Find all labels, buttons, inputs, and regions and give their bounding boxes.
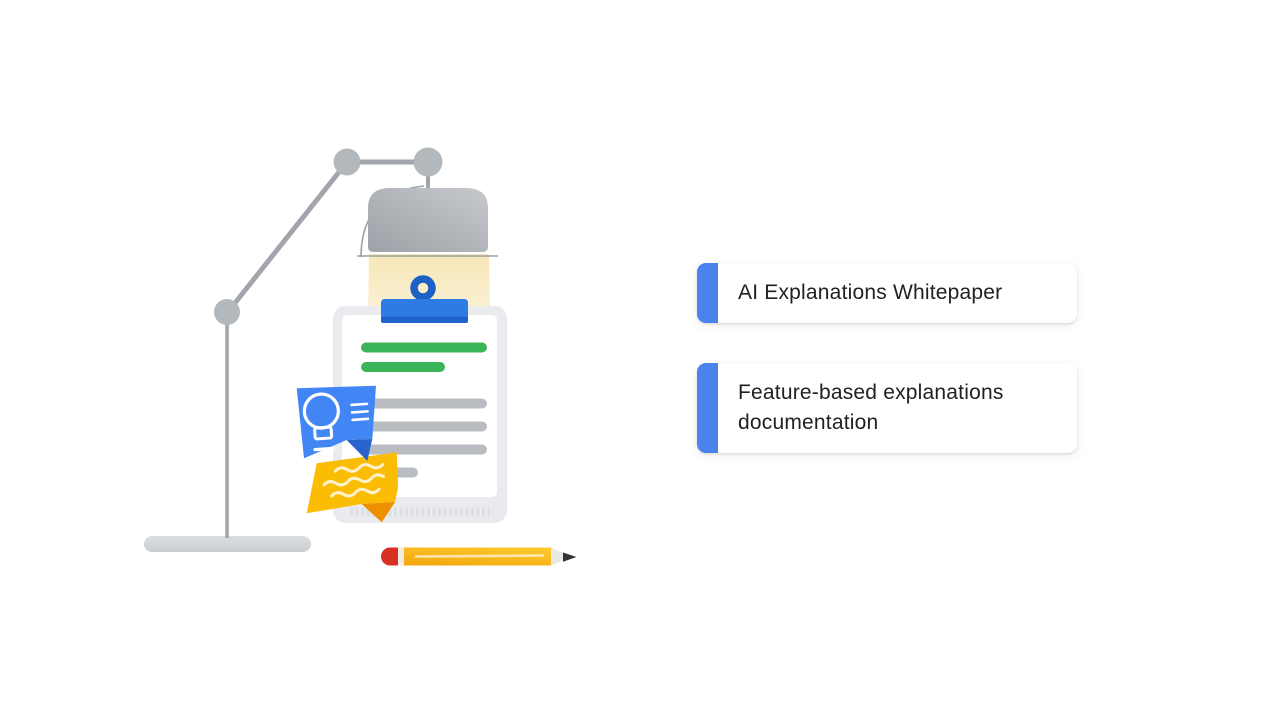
card-label: Feature-based explanations documentation [738,381,1004,434]
keep-lightbulb-note-icon [296,385,376,461]
document-lines [361,342,487,478]
card-label: AI Explanations Whitepaper [738,281,1003,304]
card-accent-bar [697,363,718,453]
lamp-shade [357,185,498,258]
card-accent-bar [697,263,718,323]
resource-card-ai-explanations-whitepaper: AI Explanations Whitepaper [697,263,1077,323]
pencil-icon [381,547,577,566]
clipboard-clip-icon [381,275,468,323]
sticky-note-icon [306,452,398,523]
resource-card-feature-based-explanations-documentation: Feature-based explanations documentation [697,363,1077,453]
desk-lamp-icon [144,147,443,552]
